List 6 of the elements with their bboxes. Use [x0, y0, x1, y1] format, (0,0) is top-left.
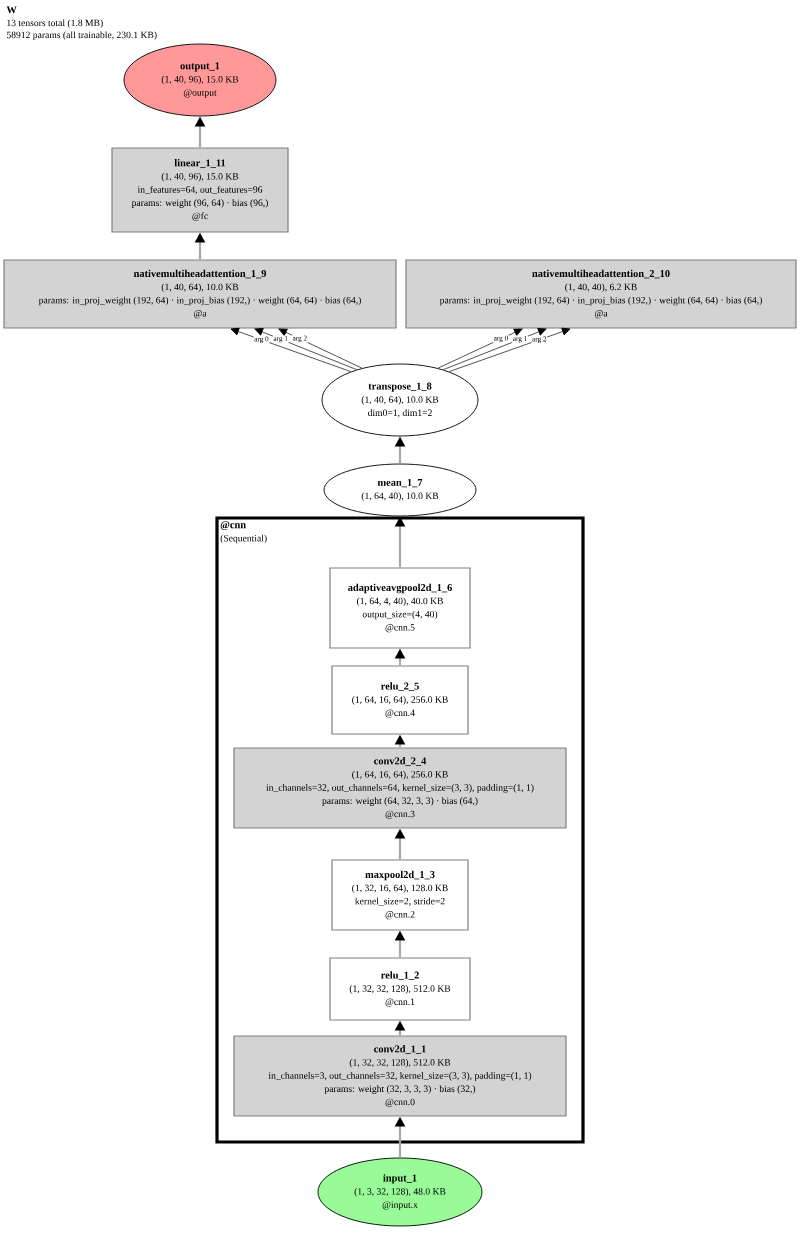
arrow	[278, 328, 363, 369]
arrow	[254, 328, 358, 371]
arrow	[442, 328, 547, 371]
arrow	[437, 328, 523, 369]
arrow	[230, 327, 352, 373]
arrow	[448, 327, 571, 373]
